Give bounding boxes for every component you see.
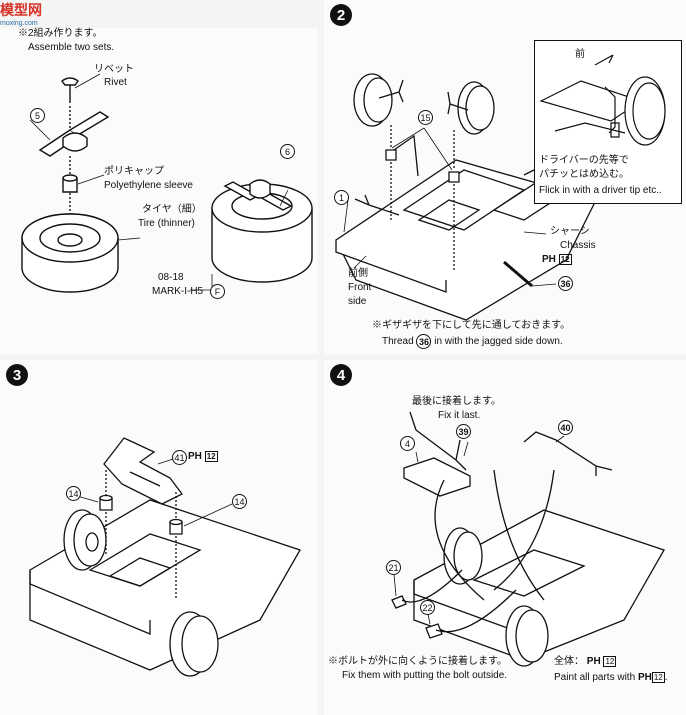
part-6-callout: 6 [280, 144, 295, 159]
part-36-callout: 36 [558, 276, 573, 291]
part-4-callout: 4 [400, 436, 415, 451]
runner-code: 08-18 [158, 272, 184, 283]
thread-note-en: Thread 36 in with the jagged side down. [382, 334, 563, 349]
step-4-panel: 4 [324, 360, 686, 715]
step-2-panel: 2 [324, 0, 686, 354]
step-3-panel: 3 [0, 360, 318, 715]
site-watermark-logo: 模型网 moxing.com [0, 0, 42, 27]
part-14-callout-right: 14 [232, 494, 247, 509]
watermark-url: moxing.com [0, 20, 38, 27]
step-2-drawing [335, 73, 625, 321]
part-14-callout-left: 14 [66, 486, 81, 501]
step-2-number: 2 [330, 4, 352, 26]
inset-drawing [539, 54, 666, 146]
step-1-note-en: Assemble two sets. [28, 42, 115, 53]
front-label-en-1: Front [348, 282, 372, 293]
chassis-label-en: Chassis [560, 240, 596, 251]
thread-note-en-b: in with the jagged side down. [434, 336, 563, 348]
part-5-callout: 5 [30, 108, 45, 123]
part-22-callout: 22 [420, 600, 435, 615]
inset-note-jp-2: パチッとはめ込む。 [539, 169, 629, 180]
tire-label-en: Tire (thinner) [138, 218, 195, 229]
sleeve-label-en: Polyethylene sleeve [104, 180, 193, 191]
step-1-panel: ※2組み作ります。 Assemble two sets. リベット Rivet … [0, 28, 318, 354]
inset-front-label: 前 [575, 49, 585, 60]
part-40-callout: 40 [558, 420, 573, 435]
inset-note-en: Flick in with a driver tip etc.. [539, 185, 662, 196]
bolt-note-en: Fix them with putting the bolt outside. [342, 670, 508, 681]
runner-name: MARK-I-H5 [152, 286, 204, 297]
detail-inset: 前 ドライバーの先等で パチッとはめ込む。 Flick in with a dr… [534, 40, 682, 204]
thread-note-en-a: Thread [382, 336, 414, 348]
paint-ph-number-box: 12 [603, 656, 617, 667]
paint-ph-number-box-en: 12 [651, 672, 665, 683]
chassis-label-jp: シャーシ [550, 226, 590, 237]
ph-number-box: 12 [558, 254, 572, 265]
step-3-drawing [29, 437, 301, 677]
sleeve-label-jp: ポリキャップ [104, 166, 164, 177]
rivet-label-jp: リベット [94, 64, 134, 75]
part-1-callout: 1 [334, 190, 349, 205]
runner-letter-badge: F [210, 284, 225, 299]
inset-note-jp-1: ドライバーの先等で [539, 155, 629, 166]
paint-ph-label: PH [586, 656, 601, 667]
part-39-callout: 39 [456, 424, 471, 439]
step-4-drawing [391, 411, 665, 667]
paint-all-jp: 全体： PH 12 [554, 656, 617, 668]
fix-last-en: Fix it last. [438, 410, 481, 421]
ph-number-box: 12 [204, 451, 218, 462]
front-label-en-2: side [348, 296, 367, 307]
part-21-callout: 21 [386, 560, 401, 575]
step-1-note-jp: ※2組み作ります。 [18, 28, 103, 39]
ph-paint-label: PH 12 [188, 451, 218, 463]
ph-paint-label: PH 12 [542, 254, 572, 266]
ph-label: PH [188, 451, 202, 462]
front-label-jp: 前側 [348, 268, 368, 279]
step-3-number: 3 [6, 364, 28, 386]
paint-ph-label-en: PH [637, 672, 652, 683]
paint-all-jp-text: 全体： [554, 656, 584, 667]
rivet-label-en: Rivet [104, 77, 127, 88]
paint-all-en-text: Paint all parts with [554, 672, 636, 683]
fix-last-jp: 最後に接着します。 [412, 396, 501, 407]
bolt-note-jp: ※ボルトが外に向くように接着します。 [328, 656, 507, 667]
step-4-number: 4 [330, 364, 352, 386]
part-15-callout: 15 [418, 110, 433, 125]
thread-note-jp: ※ギザギザを下にして先に通しておきます。 [372, 320, 571, 331]
step-1-drawing [21, 73, 313, 293]
part-41-callout: 41 [172, 450, 187, 465]
thread-part-36: 36 [416, 334, 432, 349]
ph-label: PH [542, 254, 556, 265]
watermark-brand: 模型网 [0, 2, 42, 18]
tire-label-jp: タイヤ（細） [142, 204, 202, 215]
